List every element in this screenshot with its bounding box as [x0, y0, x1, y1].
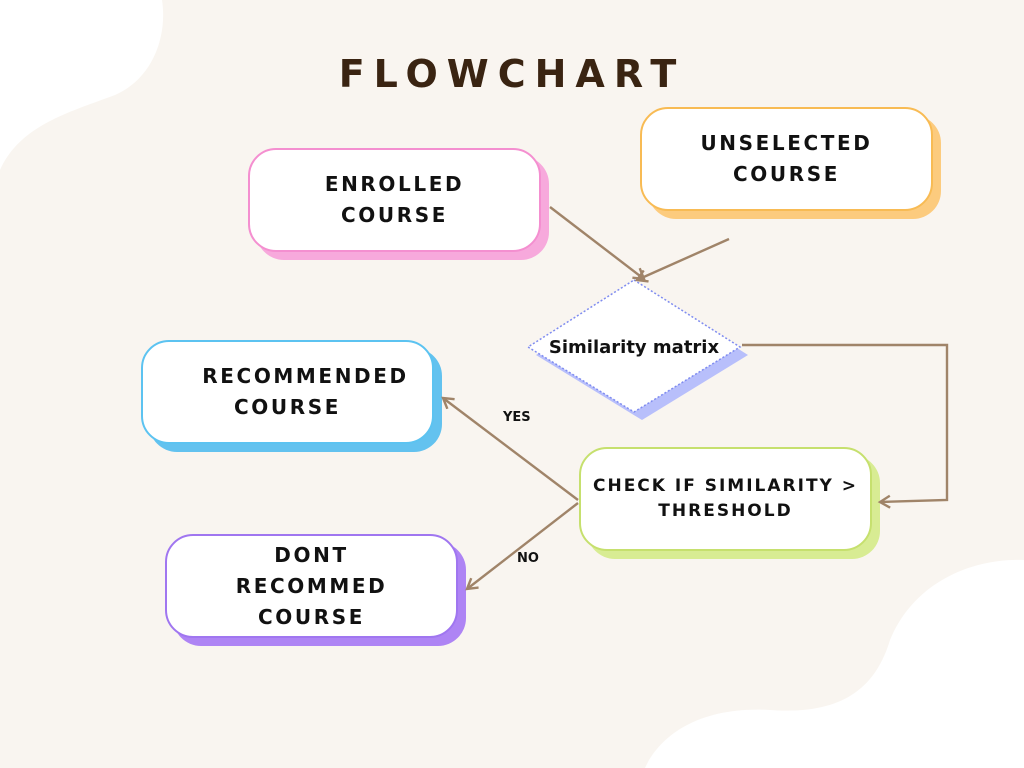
node-label-line: RECOMMED — [235, 573, 388, 598]
arrow-check-to-recommended — [443, 398, 579, 501]
node-label-line: COURSE — [733, 162, 840, 186]
node-card: RECOMMENDED COURSE — [141, 340, 434, 444]
flowchart-title: FLOWCHART — [338, 52, 686, 96]
node-label-line: COURSE — [341, 203, 448, 227]
node-card: UNSELECTED COURSE — [640, 107, 933, 211]
node-label-line: ENROLLED — [324, 172, 465, 196]
background-blob-bottom-right — [645, 559, 1024, 768]
background-blob-top-left — [0, 0, 164, 170]
edge-label-no: NO — [517, 551, 539, 566]
node-card: CHECK IF SIMILARITY > THRESHOLD — [579, 447, 872, 551]
node-label-line: THRESHOLD — [658, 501, 793, 521]
node-dont-recommend-course: DONT RECOMMED COURSE — [165, 534, 466, 646]
node-card: DONT RECOMMED COURSE — [165, 534, 458, 638]
node-label-line: DONT — [274, 542, 349, 567]
node-card: ENROLLED COURSE — [248, 148, 541, 252]
node-label-line: COURSE — [234, 395, 341, 419]
edge-label-yes: YES — [503, 410, 531, 425]
node-check-threshold: CHECK IF SIMILARITY > THRESHOLD — [579, 447, 880, 559]
node-label-line: CHECK IF SIMILARITY > — [592, 476, 859, 496]
node-label-line: RECOMMENDED — [202, 364, 409, 388]
arrow-unselected-to-similarity — [637, 237, 730, 280]
arrow-check-to-dont-recommend — [467, 502, 579, 589]
arrow-enrolled-to-similarity — [549, 206, 644, 279]
node-label-line: UNSELECTED — [700, 131, 873, 155]
decision-diamond — [526, 279, 742, 413]
node-label-line: COURSE — [258, 604, 365, 629]
node-enrolled-course: ENROLLED COURSE — [248, 148, 549, 260]
arrow-similarity-to-check — [742, 343, 949, 502]
node-unselected-course: UNSELECTED COURSE — [640, 107, 941, 219]
decision-label: Similarity matrix — [548, 337, 720, 358]
node-recommended-course: RECOMMENDED COURSE — [141, 340, 442, 452]
